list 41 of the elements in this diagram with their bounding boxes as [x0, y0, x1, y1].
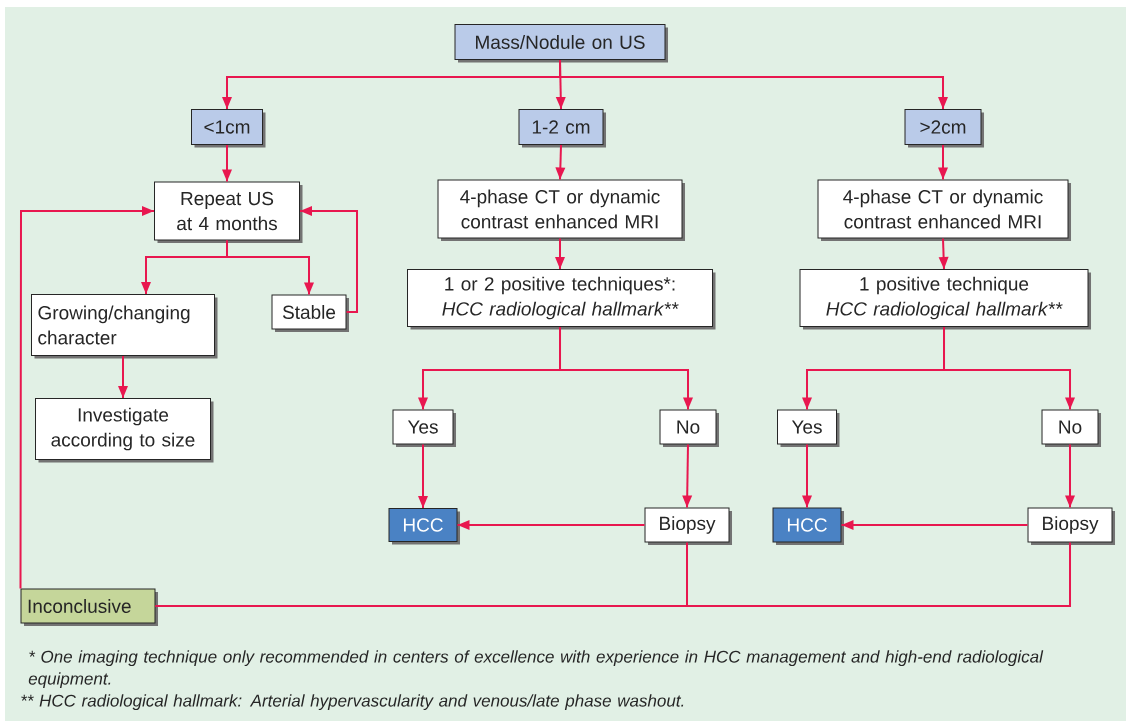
size-box: >2cm — [904, 109, 984, 148]
process-box: Stable — [271, 294, 349, 332]
process-box: 1 positive technique HCC radiological hallmark** — [799, 269, 1091, 330]
arrow — [19, 206, 155, 590]
arrow — [840, 520, 1029, 530]
arrow — [299, 206, 358, 313]
arrow — [555, 237, 565, 270]
footnote: * One imaging technique only recommended in centers of excellence with experience in HCC management and high-end radiological equipment. — [28, 650, 1044, 689]
size-box: 1-2 cm — [518, 109, 606, 148]
process-box: Biopsy — [644, 507, 732, 545]
process-box: Yes — [777, 409, 840, 447]
process-box: 4-phase CT or dynamic contrast enhanced MRI — [437, 179, 685, 241]
process-box: Investigate according to size — [35, 398, 214, 463]
size-box: Mass/Nodule on US — [454, 24, 668, 63]
arrow — [559, 59, 948, 110]
process-box: Yes — [392, 409, 456, 447]
arrow — [555, 144, 566, 181]
footnote: ** HCC radiological hallmark: Arterial hypervascularity and venous/late phase washout. — [21, 694, 684, 711]
process-box: 4-phase CT or dynamic contrast enhanced MRI — [817, 179, 1071, 241]
result-box: HCC — [388, 508, 460, 545]
arrow — [802, 443, 812, 509]
arrow — [118, 355, 128, 399]
arrow — [938, 237, 949, 270]
arrow — [938, 144, 948, 181]
process-box: No — [659, 409, 719, 447]
arrow — [943, 326, 1075, 411]
process-box: Biopsy — [1027, 507, 1115, 545]
result-box: Inconclusive — [20, 588, 158, 626]
arrow — [682, 443, 693, 509]
process-box: 1 or 2 positive techniques*: HCC radiological hallmark** — [407, 269, 716, 330]
process-box: No — [1041, 409, 1101, 447]
arrow — [222, 144, 232, 183]
arrow — [456, 520, 646, 530]
arrow — [559, 326, 693, 411]
arrow — [1065, 443, 1075, 509]
process-box: Growing/changing character — [31, 294, 218, 359]
arrow — [418, 443, 428, 509]
result-box: HCC — [772, 507, 844, 545]
process-box: Repeat US at 4 months — [154, 181, 303, 243]
size-box: <1cm — [191, 109, 266, 148]
arrow — [226, 239, 314, 296]
